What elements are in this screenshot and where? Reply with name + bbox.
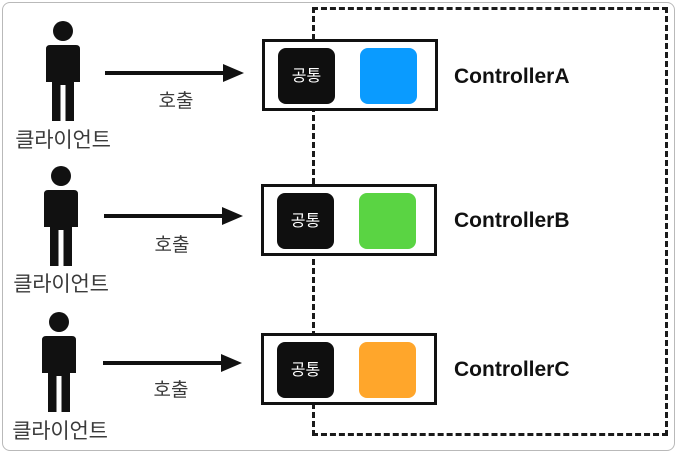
client-label: 클라이언트 (13, 272, 109, 296)
arrow-right-icon (105, 64, 245, 82)
controller-color-chip-b (359, 193, 416, 249)
call-label: 호출 (153, 379, 189, 401)
person-icon (39, 165, 83, 267)
controller-box-b: 공통 (261, 184, 437, 256)
client-label: 클라이언트 (12, 419, 108, 443)
controller-color-chip-a (360, 48, 417, 104)
common-chip: 공통 (278, 48, 335, 104)
controller-box-c: 공통 (261, 333, 437, 405)
controller-box-a: 공통 (262, 39, 438, 111)
controller-color-chip-c (359, 342, 416, 398)
controller-label-a: ControllerA (454, 65, 570, 88)
arrow-right-icon (104, 207, 244, 225)
arrow-right-icon (103, 354, 243, 372)
person-icon (41, 20, 85, 122)
controller-label-c: ControllerC (454, 358, 570, 381)
client-label: 클라이언트 (15, 128, 111, 152)
controller-label-b: ControllerB (454, 209, 570, 232)
common-chip: 공통 (277, 193, 334, 249)
call-label: 호출 (154, 234, 190, 256)
call-label: 호출 (158, 90, 194, 112)
person-icon (37, 311, 81, 413)
common-chip: 공통 (277, 342, 334, 398)
